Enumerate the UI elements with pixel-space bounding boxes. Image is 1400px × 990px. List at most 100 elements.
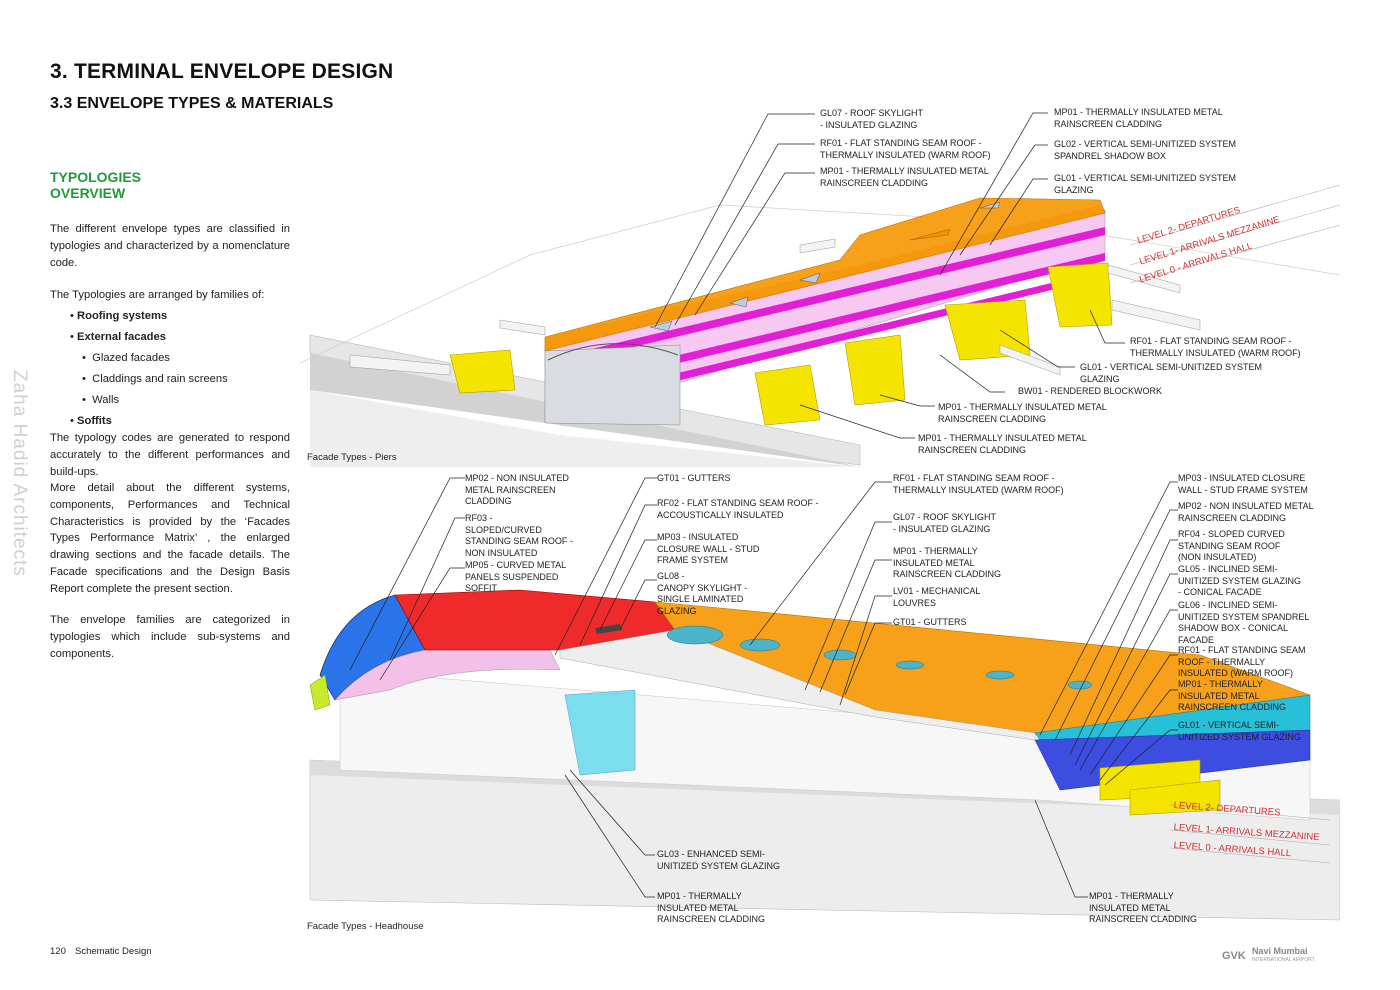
page-subtitle: 3.3 ENVELOPE TYPES & MATERIALS — [50, 95, 334, 112]
piers-jet-bridges — [349, 238, 1201, 376]
leader-rf01a — [674, 143, 815, 326]
hh-leader-rf02 — [579, 504, 657, 646]
hh-leader-mp01c — [564, 774, 655, 898]
jet-bridge-5 — [1111, 299, 1201, 331]
hh-label-gl05: GL05 - INCLINED SEMI- UNITIZED SYSTEM GL… — [1178, 564, 1302, 597]
piers-label-mp01c: MP01 - THERMALLY INSULATED METAL RAINSCR… — [938, 402, 1107, 424]
hh-label-rf04: RF04 - SLOPED CURVED STANDING SEAM ROOF … — [1178, 529, 1285, 562]
piers-yellow-modules — [449, 262, 1113, 426]
jet-bridge-4 — [999, 344, 1061, 376]
family-claddings: • Claddings and rain screens — [82, 373, 228, 385]
level-line-2 — [1129, 184, 1340, 246]
family-glazed: • Glazed facades — [82, 352, 170, 364]
pier-module-2 — [754, 364, 821, 426]
hh-label-mp01d: MP01 - THERMALLY INSULATED METAL RAINSCR… — [1089, 891, 1198, 924]
hh-leader-rf01b — [1089, 654, 1178, 776]
hh-label-gl06: GL06 - INCLINED SEMI- UNITIZED SYSTEM SP… — [1178, 600, 1310, 645]
skylight-3 — [823, 649, 857, 661]
hh-leader-mp03b — [1039, 481, 1178, 736]
jet-bridge-3 — [799, 238, 836, 254]
hh-leader-mp01a — [819, 559, 892, 693]
hh-label-rf03: RF03 - SLOPED/CURVED STANDING SEAM ROOF … — [465, 513, 573, 558]
piers-label-mp01b: MP01 - THERMALLY INSULATED METAL RAINSCR… — [1054, 107, 1223, 129]
skylight-2 — [739, 638, 781, 652]
hh-leader-mp01d — [1034, 799, 1088, 898]
piers-leader-lines — [654, 112, 1125, 439]
jet-bridge-1 — [349, 354, 451, 376]
families-intro: The Typologies are arranged by families … — [50, 289, 265, 301]
section-heading-line1: TYPOLOGIES — [50, 169, 142, 185]
hh-label-rf01b: RF01 - FLAT STANDING SEAM ROOF - THERMAL… — [1178, 645, 1306, 678]
piers-label-bw01: BW01 - RENDERED BLOCKWORK — [1018, 386, 1163, 396]
hh-label-lv01: LV01 - MECHANICAL LOUVRES — [893, 586, 981, 608]
hh-leader-gl06 — [1079, 609, 1178, 771]
piers-caption: Facade Types - Piers — [307, 452, 397, 463]
family-glazed-label: Glazed facades — [92, 352, 170, 364]
level-line-1 — [1129, 204, 1340, 266]
pier-module-3 — [844, 334, 906, 406]
codes-paragraph: The typology codes are generated to resp… — [50, 432, 290, 478]
piers-label-rf01a: RF01 - FLAT STANDING SEAM ROOF - THERMAL… — [820, 138, 991, 160]
hh-leader-gl08 — [619, 579, 657, 631]
family-claddings-label: Claddings and rain screens — [92, 373, 228, 385]
page-number: 120 — [50, 946, 66, 957]
skylight-6 — [1067, 680, 1093, 690]
leader-gl01b — [999, 329, 1075, 368]
family-soffits-label: Soffits — [77, 415, 112, 427]
skylight-4 — [895, 660, 925, 670]
hh-label-mp01b: MP01 - THERMALLY INSULATED METAL RAINSCR… — [1178, 679, 1287, 712]
hh-label-mp02a: MP02 - NON INSULATED METAL RAINSCREEN CL… — [465, 473, 569, 506]
hh-label-gt01b: GT01 - GUTTERS — [893, 617, 967, 627]
headhouse-caption: Facade Types - Headhouse — [307, 921, 424, 932]
hh-leader-gt01b — [844, 622, 892, 696]
piers-drawing — [300, 112, 1340, 467]
hh-label-gt01a: GT01 - GUTTERS — [657, 473, 731, 483]
family-external-label: External facades — [77, 331, 166, 343]
details-paragraph: More detail about the different systems,… — [50, 482, 290, 595]
page-title: 3. TERMINAL ENVELOPE DESIGN — [50, 60, 394, 83]
hh-module-2 — [1129, 779, 1221, 816]
watermark-text: Zaha Hadid Architects — [9, 370, 30, 577]
intro-paragraph: The different envelope types are classif… — [50, 223, 290, 269]
hh-leader-mp05 — [379, 567, 465, 681]
piers-label-gl01a: GL01 - VERTICAL SEMI-UNITIZED SYSTEM GLA… — [1054, 173, 1237, 195]
skylight-1 — [666, 625, 724, 645]
piers-spandrel-band-top — [545, 227, 1105, 368]
gvk-logo: GVK Navi Mumbai INTERNATIONAL AIRPORT — [1222, 946, 1322, 966]
headhouse-skylights — [666, 625, 1093, 690]
hh-leader-mp03a — [599, 539, 657, 631]
piers-label-gl02: GL02 - VERTICAL SEMI-UNITIZED SYSTEM SPA… — [1054, 139, 1237, 161]
headhouse-dark-skylight — [595, 624, 622, 634]
leader-gl02 — [959, 144, 1048, 256]
hh-leader-rf01 — [749, 481, 892, 646]
pier-module-4 — [944, 299, 1031, 361]
family-walls-label: Walls — [92, 394, 120, 406]
family-external: • External facades — [70, 331, 166, 343]
logo-sub: INTERNATIONAL AIRPORT — [1252, 957, 1315, 963]
piers-label-gl01b: GL01 - VERTICAL SEMI-UNITIZED SYSTEM GLA… — [1080, 362, 1263, 384]
hh-label-mp05: MP05 - CURVED METAL PANELS SUSPENDED SOF… — [465, 560, 567, 593]
hh-leader-rf04 — [1069, 539, 1178, 756]
leader-bw01 — [939, 354, 1005, 393]
leader-mp01c — [879, 394, 935, 407]
level-line-0 — [1129, 224, 1340, 284]
headhouse-yellow-modules — [1099, 759, 1221, 816]
hh-level-line-2 — [1169, 804, 1331, 821]
piers-label-gl07: GL07 - ROOF SKYLIGHT - INSULATED GLAZING — [820, 108, 924, 130]
pier-module-1 — [449, 349, 516, 394]
leader-mp01b — [939, 112, 1048, 276]
piers-label-mp01a: MP01 - THERMALLY INSULATED METAL RAINSCR… — [820, 166, 989, 188]
hh-leader-mp01b — [1099, 689, 1178, 781]
vertical-watermark: Zaha Hadid Architects — [2, 370, 30, 600]
leader-rf01b — [1089, 309, 1125, 344]
piers-ground-shadow — [310, 390, 860, 467]
headhouse-roof-edge — [559, 629, 1036, 741]
family-soffits: • Soffits — [70, 415, 112, 427]
logo-name: Navi Mumbai — [1252, 946, 1308, 956]
hh-label-gl01: GL01 - VERTICAL SEMI- UNITIZED SYSTEM GL… — [1178, 720, 1302, 742]
piers-skylight-2 — [729, 296, 749, 308]
hh-leader-gl05 — [1074, 573, 1178, 766]
hh-label-rf02: RF02 - FLAT STANDING SEAM ROOF - ACCOUST… — [657, 498, 819, 520]
hh-leader-lv01 — [839, 595, 892, 706]
leader-mp01a — [694, 172, 815, 316]
